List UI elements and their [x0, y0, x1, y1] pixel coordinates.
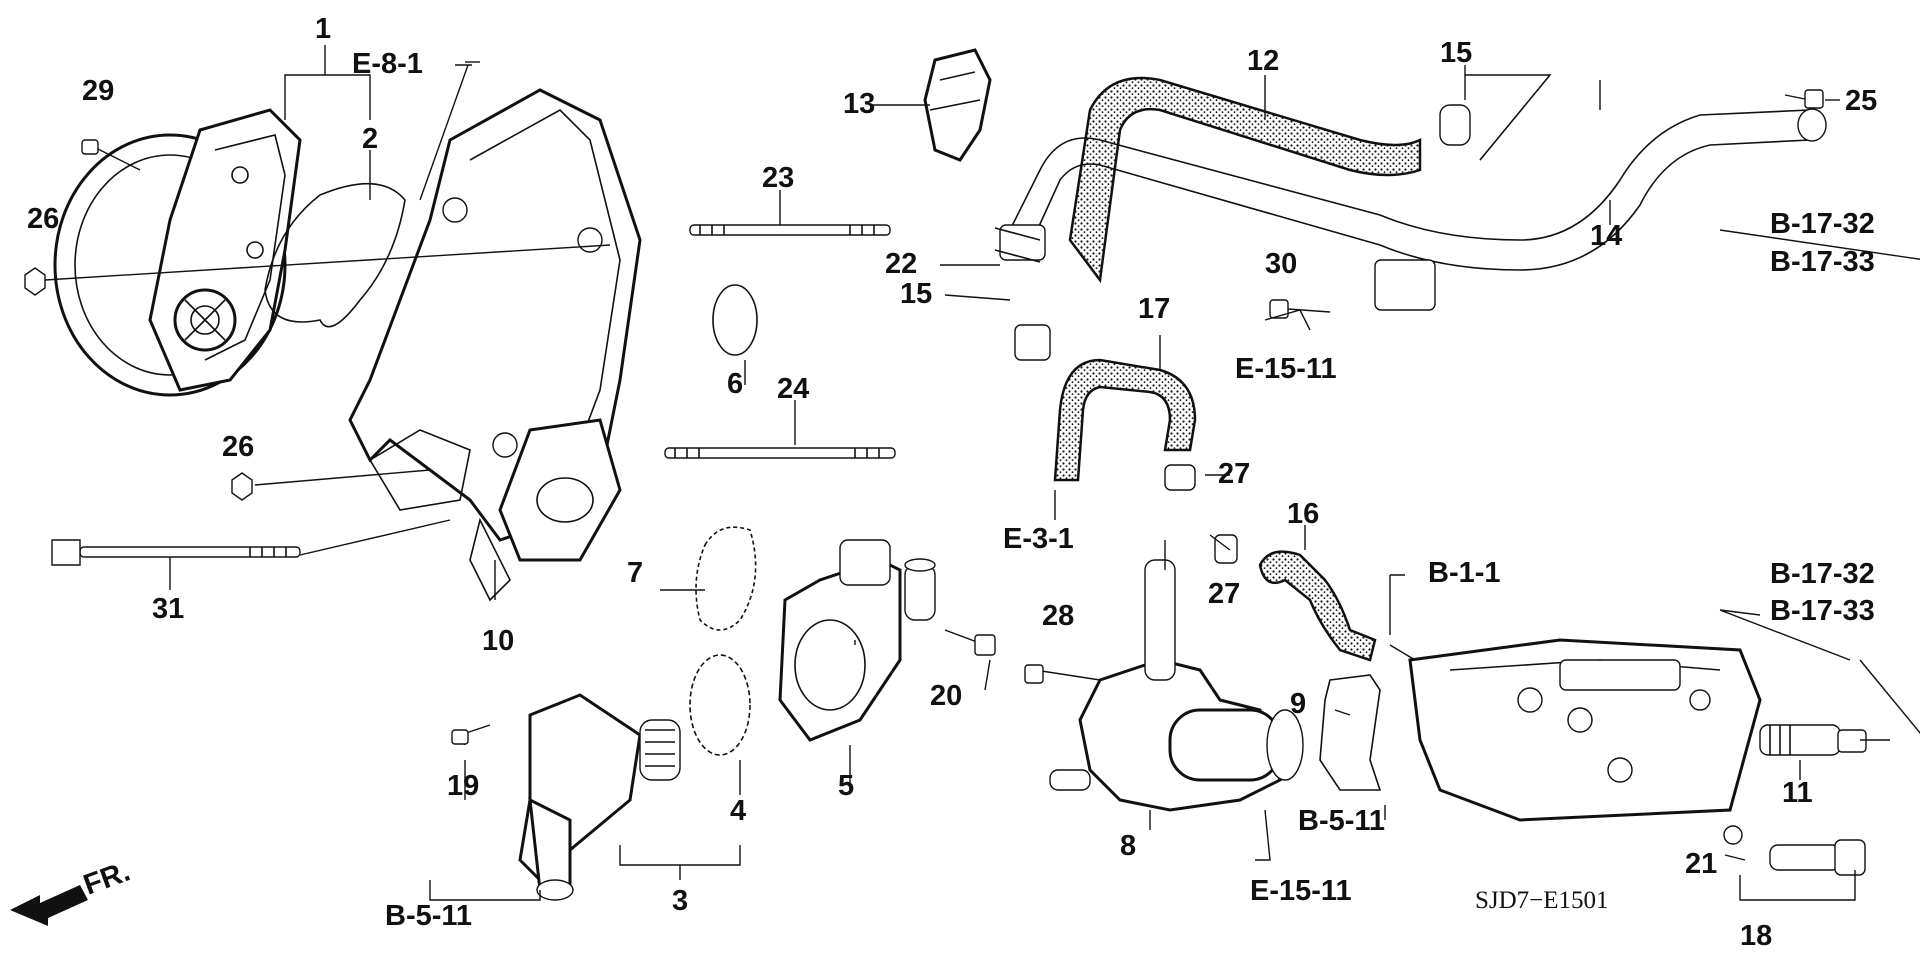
cylinder-head-drawing	[1408, 638, 1762, 822]
callout-8: 8	[1120, 830, 1136, 862]
water-pipe-drawing	[1009, 109, 1811, 241]
callout-9: 9	[1290, 688, 1306, 720]
callout-26b: 26	[222, 431, 254, 463]
chain-gasket-drawing	[695, 526, 757, 631]
callout-31: 31	[152, 593, 184, 625]
callout-2: 2	[362, 123, 378, 155]
callout-labels: 1 2 3 4 5 6 7 8 9 10 11 12 13 14 15 15 1…	[27, 13, 1877, 952]
callout-27a: 27	[1218, 458, 1250, 490]
gasket-drawing	[264, 182, 406, 328]
hose-drawing	[1258, 550, 1377, 662]
ref-b-5-11-left: B-5-11	[385, 900, 472, 932]
callout-11: 11	[1782, 777, 1813, 809]
water-outlet-drawing	[778, 539, 996, 742]
water-inlet-drawing	[1024, 540, 1304, 812]
callout-23: 23	[762, 162, 794, 194]
ref-b-17-32-top: B-17-32	[1770, 208, 1875, 240]
nut-drawing	[231, 472, 253, 501]
water-passage-housing	[348, 88, 642, 602]
o-ring-drawing	[712, 284, 758, 356]
callout-22: 22	[885, 248, 917, 280]
callout-16: 16	[1287, 498, 1319, 530]
callout-29: 29	[82, 75, 114, 107]
callout-15b: 15	[900, 278, 932, 310]
callout-27b: 27	[1208, 578, 1240, 610]
water-pump-drawing	[53, 108, 302, 397]
callout-17: 17	[1138, 293, 1170, 325]
callout-20: 20	[930, 680, 962, 712]
callout-5: 5	[838, 770, 854, 802]
hose-drawing	[1053, 358, 1197, 482]
gasket-drawing	[1319, 674, 1382, 791]
seal-ring-drawing	[689, 654, 751, 756]
ref-e-8-1: E-8-1	[352, 48, 423, 80]
callout-18: 18	[1740, 920, 1772, 952]
front-label: FR.	[79, 856, 134, 902]
ref-b-5-11-right: B-5-11	[1298, 805, 1385, 837]
callout-6: 6	[727, 368, 743, 400]
ref-e-15-11-top: E-15-11	[1235, 353, 1337, 385]
front-arrow-icon	[10, 885, 88, 926]
nut-drawing	[24, 267, 46, 296]
callout-10: 10	[482, 625, 514, 657]
callout-30: 30	[1265, 248, 1297, 280]
callout-26a: 26	[27, 203, 59, 235]
callout-14: 14	[1590, 220, 1622, 252]
callout-15a: 15	[1440, 37, 1472, 69]
clamp-drawing	[923, 48, 1471, 564]
callout-13: 13	[843, 88, 875, 120]
callout-4: 4	[730, 795, 746, 827]
ref-b-1-1: B-1-1	[1428, 557, 1501, 589]
ref-b-17-33-top: B-17-33	[1770, 246, 1875, 278]
sensor-drawing	[1723, 825, 1866, 876]
temperature-sensor-drawing	[1759, 724, 1867, 756]
callout-28: 28	[1042, 600, 1074, 632]
reference-labels: E-8-1 B-17-32 B-17-33 E-15-11 E-3-1 B-1-…	[352, 48, 1875, 932]
callout-7: 7	[627, 557, 643, 589]
callout-24: 24	[777, 373, 809, 405]
bolt-drawing	[1804, 89, 1824, 109]
callout-19: 19	[447, 770, 479, 802]
callout-12: 12	[1247, 45, 1279, 77]
pipe-connector-drawing	[994, 227, 1041, 263]
ref-b-17-33-bottom: B-17-33	[1770, 595, 1875, 627]
ref-b-17-32-bottom: B-17-32	[1770, 558, 1875, 590]
diagram-code: SJD7−E1501	[1475, 887, 1609, 914]
callout-21: 21	[1685, 848, 1717, 880]
stud-bolts	[51, 139, 896, 566]
ref-e-3-1: E-3-1	[1003, 523, 1074, 555]
thermostat-cover-drawing	[451, 693, 681, 901]
leader-lines	[44, 45, 1920, 901]
callout-3: 3	[672, 885, 688, 917]
callout-1: 1	[315, 13, 331, 45]
callout-25: 25	[1845, 85, 1877, 117]
ref-e-15-11-bottom: E-15-11	[1250, 875, 1352, 907]
